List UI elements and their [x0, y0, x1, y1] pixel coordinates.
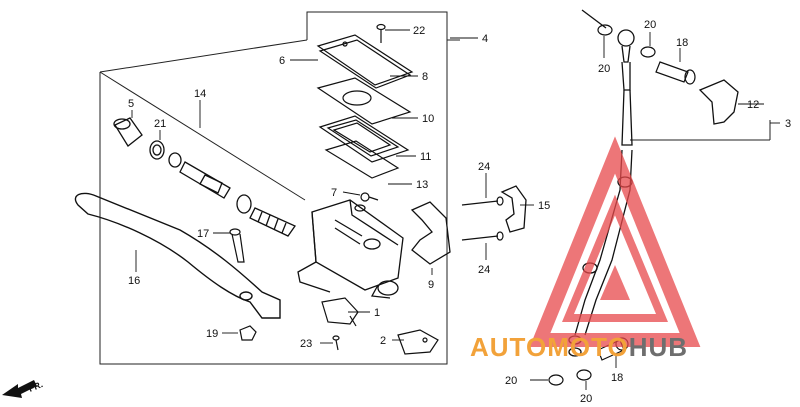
callout-23: 23	[300, 338, 312, 350]
brake-switch	[321, 297, 359, 327]
callout-24-lower: 24	[478, 264, 490, 276]
pivot-bolt	[229, 228, 245, 263]
lever-group-outline	[99, 72, 290, 365]
callout-20-upper-right: 20	[644, 19, 656, 31]
callout-21: 21	[154, 118, 166, 130]
callout-3: 3	[785, 118, 791, 130]
leader-lines	[131, 29, 780, 390]
callout-17: 17	[197, 228, 209, 240]
reservoir-cap	[316, 34, 414, 89]
watermark-brand-part1: AUTOMOTO	[470, 332, 629, 362]
callout-6: 6	[279, 55, 285, 67]
piston-set	[113, 117, 296, 237]
reservoir-group-outline	[290, 11, 448, 365]
sealing-washers	[548, 24, 656, 386]
screw-22	[376, 23, 386, 43]
callout-18-lower: 18	[611, 372, 623, 384]
callout-4: 4	[482, 33, 488, 45]
front-direction-arrow: FR.	[2, 379, 44, 398]
group-outlines	[99, 11, 771, 365]
callout-19: 19	[206, 328, 218, 340]
callout-20-upper-left: 20	[598, 63, 610, 75]
callout-20-lower-left: 20	[505, 375, 517, 387]
screw-7	[360, 192, 379, 202]
watermark-logo	[529, 136, 701, 347]
watermark-brand-part2: HUB	[629, 332, 688, 362]
callout-13: 13	[416, 179, 428, 191]
gasket	[324, 140, 400, 179]
holder-bracket	[500, 185, 527, 233]
handlebar-holder	[410, 201, 451, 265]
callout-7: 7	[331, 187, 337, 199]
holder-bolts	[461, 196, 504, 241]
callout-5: 5	[128, 98, 134, 110]
callout-12: 12	[747, 99, 759, 111]
callout-9: 9	[428, 279, 434, 291]
diaphragm-plate	[316, 77, 412, 125]
callout-2: 2	[380, 335, 386, 347]
callout-10: 10	[422, 113, 434, 125]
switch-screw	[332, 335, 340, 351]
master-cylinder-body	[297, 199, 404, 299]
callout-1: 1	[374, 307, 380, 319]
front-label: FR.	[27, 379, 44, 394]
callout-11: 11	[420, 151, 431, 163]
diaphragm	[318, 115, 410, 163]
watermark-text: AUTOMOTOHUB	[470, 332, 688, 362]
callout-16: 16	[128, 275, 140, 287]
callout-14: 14	[194, 88, 206, 100]
callout-15: 15	[538, 200, 550, 212]
brake-lever	[74, 192, 281, 319]
callout-24-upper: 24	[478, 161, 490, 173]
pivot-nut	[239, 325, 257, 341]
switch-holder	[397, 329, 439, 355]
callout-22: 22	[413, 25, 425, 37]
callout-20-lower-right: 20	[580, 393, 592, 405]
callout-18-upper: 18	[676, 37, 688, 49]
callout-labels: 22 4 6 8 10 11 13 7 5 21 14 15 24 24 17 …	[128, 19, 791, 405]
hose-boot	[698, 79, 739, 125]
callout-8: 8	[422, 71, 428, 83]
